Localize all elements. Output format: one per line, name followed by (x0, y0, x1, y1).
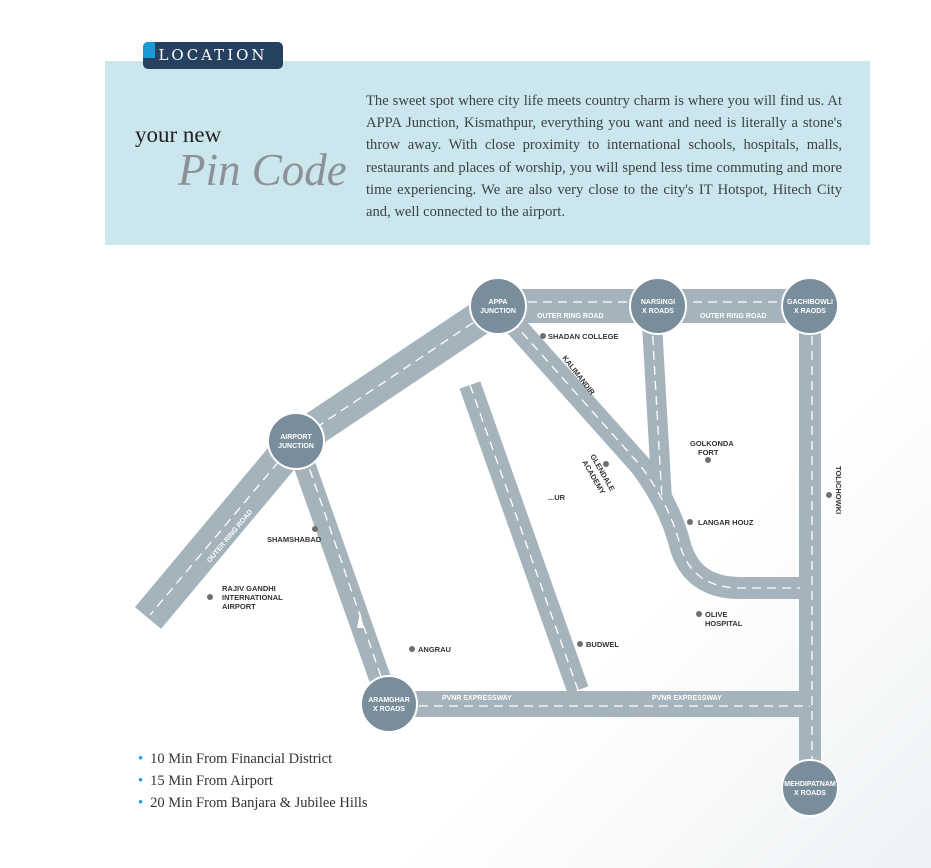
svg-text:MEHDIPATNAM: MEHDIPATNAM (784, 781, 836, 788)
place-label: TOLICHOWKI (834, 466, 843, 514)
place-label: INTERNATIONAL (222, 593, 283, 602)
svg-text:X ROADS: X ROADS (794, 790, 826, 797)
junction-narsingi: NARSINGI X ROADS (629, 277, 687, 335)
place-label: OLIVE (705, 610, 728, 619)
tab-accent (143, 42, 155, 58)
place-label: FORT (698, 448, 719, 457)
place-label: ...UR (548, 493, 566, 502)
location-tab: LOCATION (143, 42, 283, 69)
place-label: GOLKONDA (690, 439, 734, 448)
description: The sweet spot where city life meets cou… (366, 93, 842, 221)
svg-text:X RAODS: X RAODS (794, 308, 826, 315)
road-label: OUTER RING ROAD (537, 313, 604, 320)
place-label: BUDWEL (586, 640, 619, 649)
places: SHADAN COLLEGE KALIMANDIR GOLKONDA FORT … (207, 332, 843, 654)
road-label: PVNR EXPRESSWAY (442, 695, 512, 702)
svg-text:GACHIBOWLI: GACHIBOWLI (787, 299, 833, 306)
direction-arrow-icon (357, 612, 364, 628)
svg-text:NARSINGI: NARSINGI (641, 299, 675, 306)
title-line2: Pin Code (178, 145, 347, 195)
svg-text:APPA: APPA (489, 299, 508, 306)
junction-appa: APPA JUNCTION (469, 277, 527, 335)
road-label: PVNR EXPRESSWAY (652, 695, 722, 702)
svg-text:X ROADS: X ROADS (373, 706, 405, 713)
junction-mehdipatnam: MEHDIPATNAM X ROADS (781, 759, 839, 817)
svg-text:AIRPORT: AIRPORT (280, 434, 312, 441)
junction-airport: AIRPORT JUNCTION (267, 412, 325, 470)
road-labels: OUTER RING ROAD OUTER RING ROAD OUTER RI… (206, 313, 766, 702)
junction-aramghar: ARAMGHAR X ROADS (360, 675, 418, 733)
svg-text:JUNCTION: JUNCTION (480, 308, 516, 315)
place-label: HOSPITAL (705, 619, 743, 628)
airport-aramghar-road (285, 437, 400, 708)
highlight-item: •20 Min From Banjara & Jubilee Hills (138, 795, 368, 811)
place-label: RAJIV GANDHI (222, 584, 276, 593)
bullet-icon: • (138, 795, 144, 811)
highlight-item: •15 Min From Airport (138, 773, 273, 789)
svg-text:JUNCTION: JUNCTION (278, 443, 314, 450)
orr-diagonal-road (134, 291, 508, 629)
place-label: ANGRAU (418, 645, 451, 654)
bullet-icon: • (138, 773, 144, 789)
title-line1: your new (135, 122, 222, 147)
intro-panel (105, 61, 870, 245)
place-label: SHAMSHABAD (267, 535, 322, 544)
roads (134, 289, 821, 788)
svg-text:ARAMGHAR: ARAMGHAR (368, 697, 410, 704)
highlight-item: •10 Min From Financial District (138, 751, 333, 767)
junction-gachibowli: GACHIBOWLI X RAODS (781, 277, 839, 335)
highlights-list: •10 Min From Financial District •15 Min … (138, 751, 368, 817)
svg-text:X ROADS: X ROADS (642, 308, 674, 315)
place-label: LANGAR HOUZ (698, 518, 754, 527)
road-label: OUTER RING ROAD (700, 313, 767, 320)
junctions: APPA JUNCTION NARSINGI X ROADS GACHIBOWLI X… (267, 277, 839, 817)
bullet-icon: • (138, 751, 144, 767)
place-label: AIRPORT (222, 602, 256, 611)
place-label: SHADAN COLLEGE (548, 332, 618, 341)
